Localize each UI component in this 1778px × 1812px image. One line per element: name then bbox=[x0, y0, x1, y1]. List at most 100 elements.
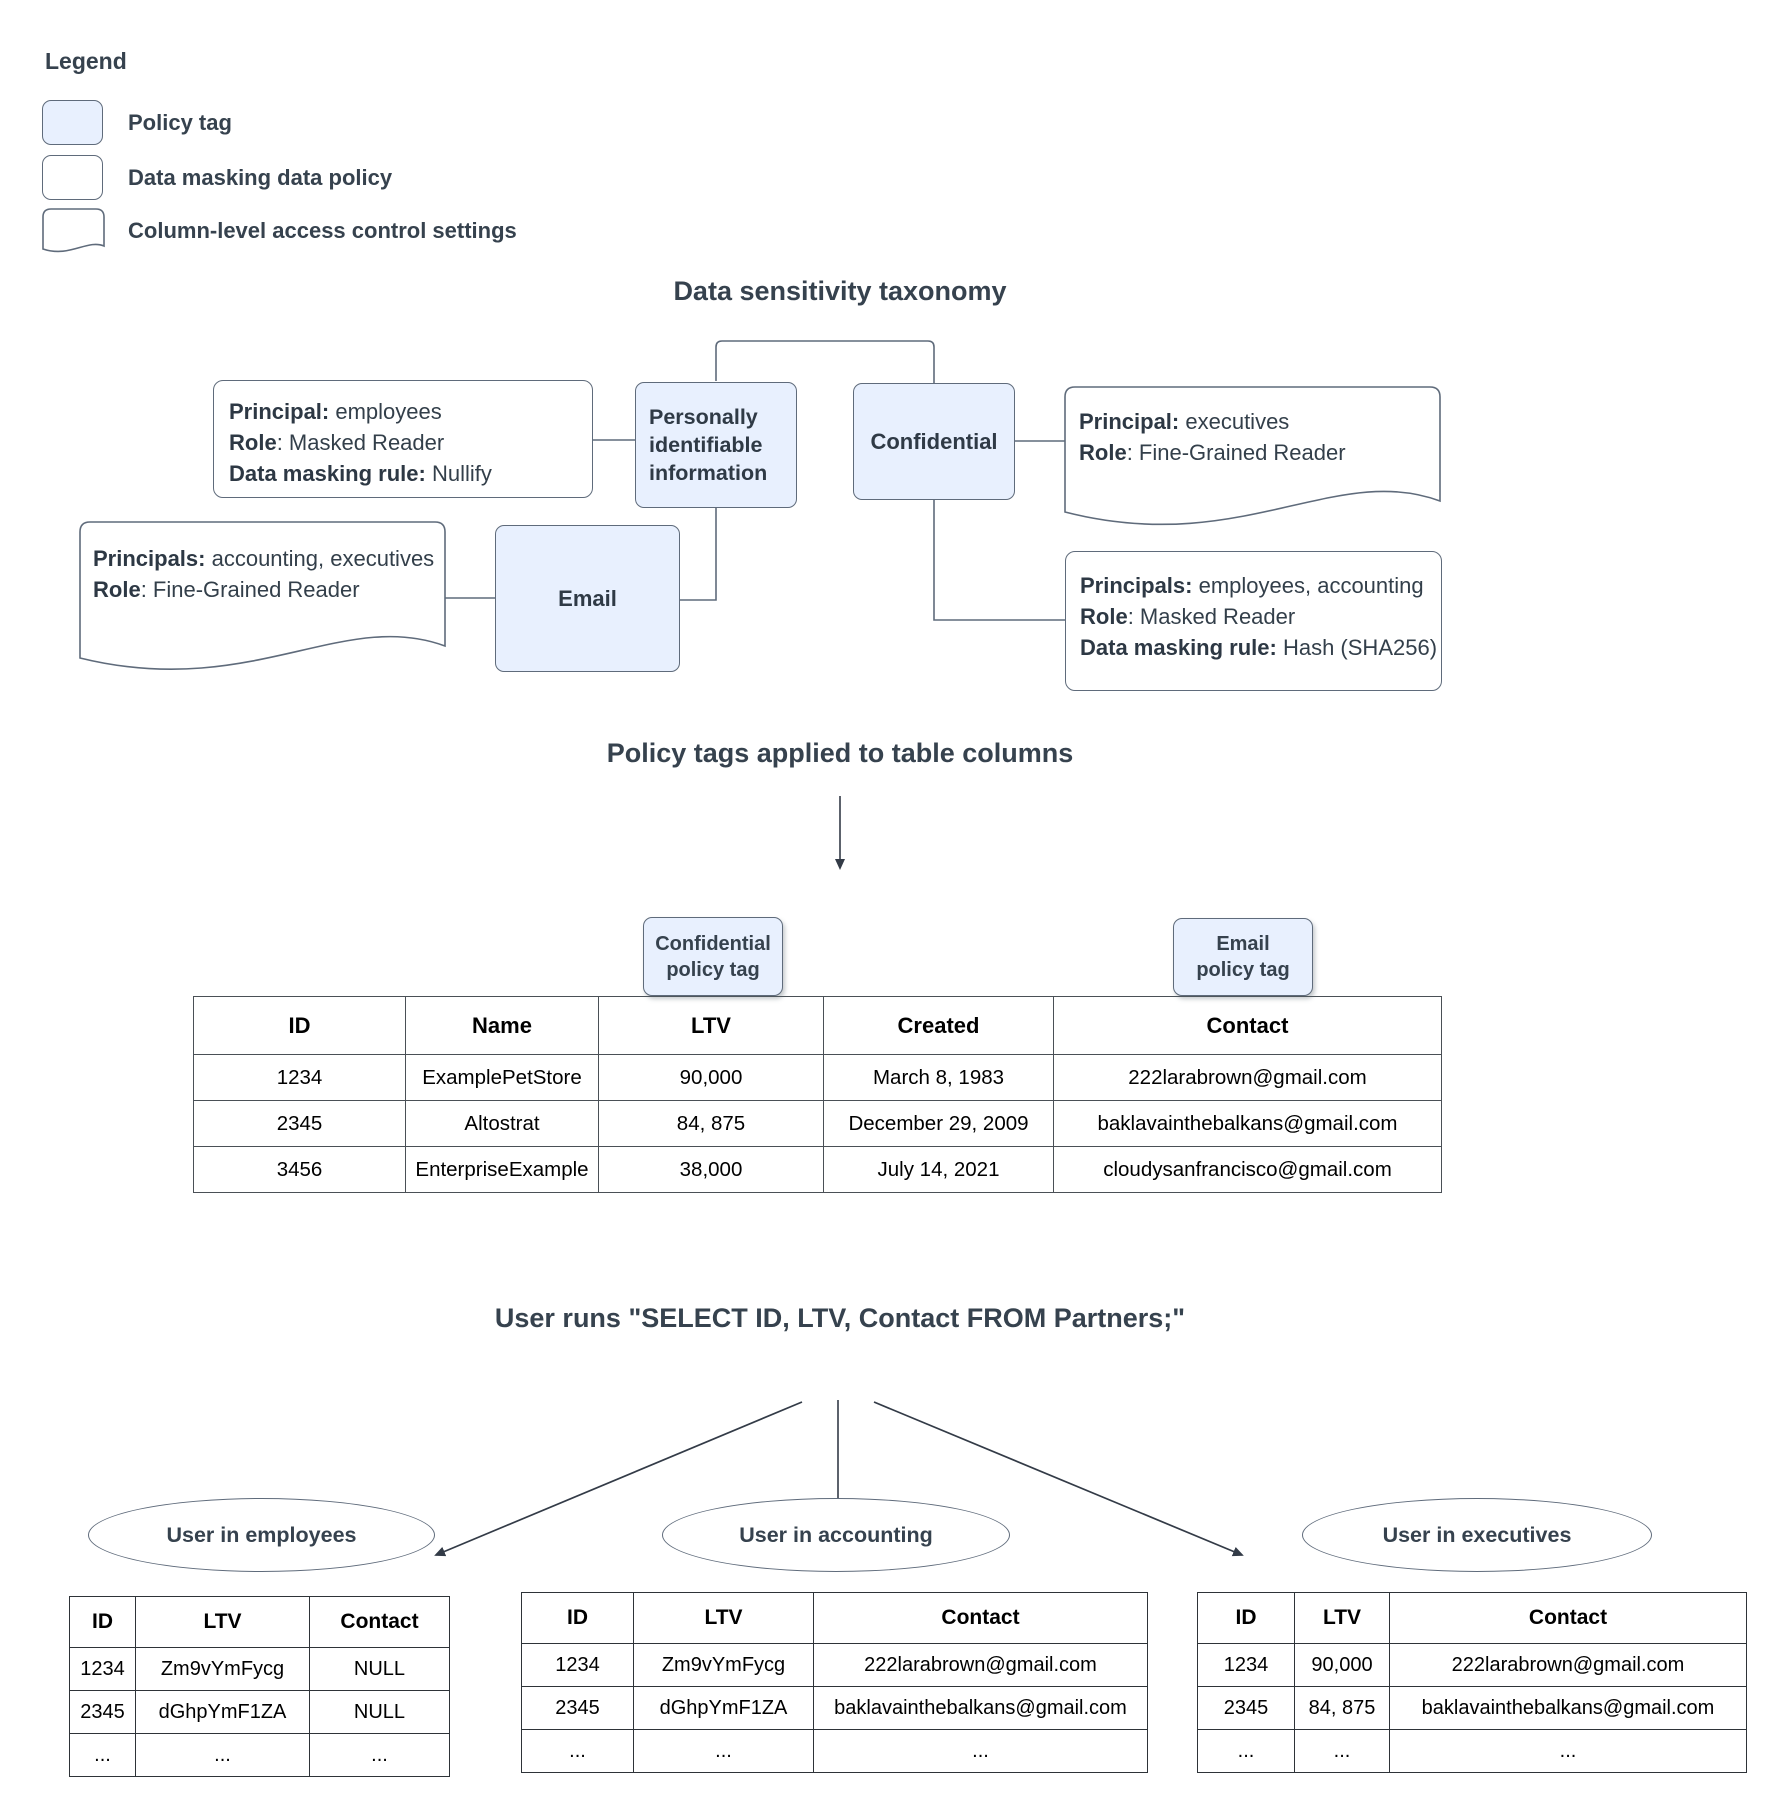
pii-to-email-connector bbox=[680, 508, 717, 601]
table-cell: 222larabrown@gmail.com bbox=[813, 1643, 1148, 1687]
policy-line: Role: Fine-Grained Reader bbox=[1079, 437, 1431, 468]
policy-line: Principals: accounting, executives bbox=[93, 543, 438, 574]
confidential-to-masking-connector bbox=[933, 500, 1065, 621]
table-cell: cloudysanfrancisco@gmail.com bbox=[1053, 1146, 1442, 1193]
table-cell: 2345 bbox=[69, 1690, 136, 1734]
masking-policy-employees-text: Principal: employees Role: Masked Reader… bbox=[214, 381, 592, 489]
column-header: LTV bbox=[1294, 1592, 1390, 1644]
table-cell: 222larabrown@gmail.com bbox=[1389, 1643, 1747, 1687]
table-cell: 1234 bbox=[193, 1054, 406, 1101]
table-cell: ... bbox=[1389, 1729, 1747, 1773]
table-cell: dGhpYmF1ZA bbox=[135, 1690, 310, 1734]
table-cell: 2345 bbox=[1197, 1686, 1295, 1730]
table-cell: NULL bbox=[309, 1690, 450, 1734]
column-header: LTV bbox=[135, 1596, 310, 1648]
policy-tag-swatch bbox=[42, 100, 103, 145]
table-cell: ... bbox=[521, 1729, 634, 1773]
table-cell: July 14, 2021 bbox=[823, 1146, 1054, 1193]
legend-item-policy-tag: Policy tag bbox=[128, 110, 232, 135]
policy-line-value: Nullify bbox=[425, 461, 492, 486]
query-fan-left-arrow bbox=[434, 1401, 803, 1557]
access-control-executives-text: Principal: executives Role: Fine-Grained… bbox=[1079, 406, 1431, 468]
user-group-employees: User in employees bbox=[88, 1498, 435, 1572]
confidential-policy-tag-chip: Confidential policy tag bbox=[643, 917, 783, 996]
legend-item-column-access: Column-level access control settings bbox=[128, 218, 517, 243]
policy-line-label: Data masking rule: bbox=[1080, 635, 1277, 660]
table-row: ......... bbox=[1197, 1729, 1747, 1773]
table-cell: dGhpYmF1ZA bbox=[633, 1686, 814, 1730]
policy-line: Role: Fine-Grained Reader bbox=[93, 574, 438, 605]
policy-line-value: : Masked Reader bbox=[1127, 604, 1296, 629]
table-row: ......... bbox=[69, 1733, 450, 1777]
table-cell: 3456 bbox=[193, 1146, 406, 1193]
policy-line: Data masking rule: Hash (SHA256) bbox=[1080, 632, 1441, 663]
taxonomy-bracket-connector bbox=[715, 340, 935, 384]
table-cell: ... bbox=[135, 1733, 310, 1777]
table-cell: Zm9vYmFycg bbox=[135, 1647, 310, 1691]
policy-line-label: Role bbox=[93, 577, 141, 602]
table-cell: baklavainthebalkans@gmail.com bbox=[1053, 1100, 1442, 1147]
table-cell: baklavainthebalkans@gmail.com bbox=[813, 1686, 1148, 1730]
query-fan-right-arrow bbox=[873, 1401, 1244, 1557]
policy-line-label: Role bbox=[1080, 604, 1128, 629]
masking-policy-employees-box: Principal: employees Role: Masked Reader… bbox=[213, 380, 593, 498]
policy-line: Principals: employees, accounting bbox=[1080, 570, 1441, 601]
column-header: ID bbox=[69, 1596, 136, 1648]
policy-line: Principal: employees bbox=[229, 396, 592, 427]
table-cell: ... bbox=[1197, 1729, 1295, 1773]
policy-line-value: employees bbox=[329, 399, 442, 424]
table-cell: 2345 bbox=[193, 1100, 406, 1147]
table-cell: 2345 bbox=[521, 1686, 634, 1730]
column-header: ID bbox=[521, 1592, 634, 1644]
policy-line-value: employees, accounting bbox=[1192, 573, 1424, 598]
column-header: ID bbox=[1197, 1592, 1295, 1644]
column-access-control-swatch bbox=[42, 208, 105, 253]
policy-section-heading: Policy tags applied to table columns bbox=[606, 738, 1074, 768]
table-cell: 222larabrown@gmail.com bbox=[1053, 1054, 1442, 1101]
policy-line: Data masking rule: Nullify bbox=[229, 458, 592, 489]
table-cell: ExamplePetStore bbox=[405, 1054, 599, 1101]
column-header: Created bbox=[823, 996, 1054, 1055]
table-cell: Altostrat bbox=[405, 1100, 599, 1147]
table-cell: baklavainthebalkans@gmail.com bbox=[1389, 1686, 1747, 1730]
access-control-executives-shape bbox=[1064, 386, 1441, 526]
table-cell: 1234 bbox=[1197, 1643, 1295, 1687]
table-cell: ... bbox=[69, 1733, 136, 1777]
policy-line-label: Principals: bbox=[93, 546, 206, 571]
policy-line-label: Principals: bbox=[1080, 573, 1193, 598]
column-header: Contact bbox=[1389, 1592, 1747, 1644]
taxonomy-title: Data sensitivity taxonomy bbox=[673, 276, 1007, 306]
tag-line: policy tag bbox=[1196, 959, 1290, 981]
table-cell: December 29, 2009 bbox=[823, 1100, 1054, 1147]
table-cell: ... bbox=[633, 1729, 814, 1773]
access-control-accounting-text: Principals: accounting, executives Role:… bbox=[93, 543, 438, 605]
table-cell: March 8, 1983 bbox=[823, 1054, 1054, 1101]
masking-policy-confidential-text: Principals: employees, accounting Role: … bbox=[1066, 552, 1441, 663]
column-header: Contact bbox=[309, 1596, 450, 1648]
policy-line-label: Role bbox=[229, 430, 277, 455]
tag-line: policy tag bbox=[666, 958, 760, 981]
query-section-heading: User runs "SELECT ID, LTV, Contact FROM … bbox=[494, 1303, 1186, 1333]
table-cell: ... bbox=[1294, 1729, 1390, 1773]
tag-line: Confidential bbox=[655, 932, 771, 955]
